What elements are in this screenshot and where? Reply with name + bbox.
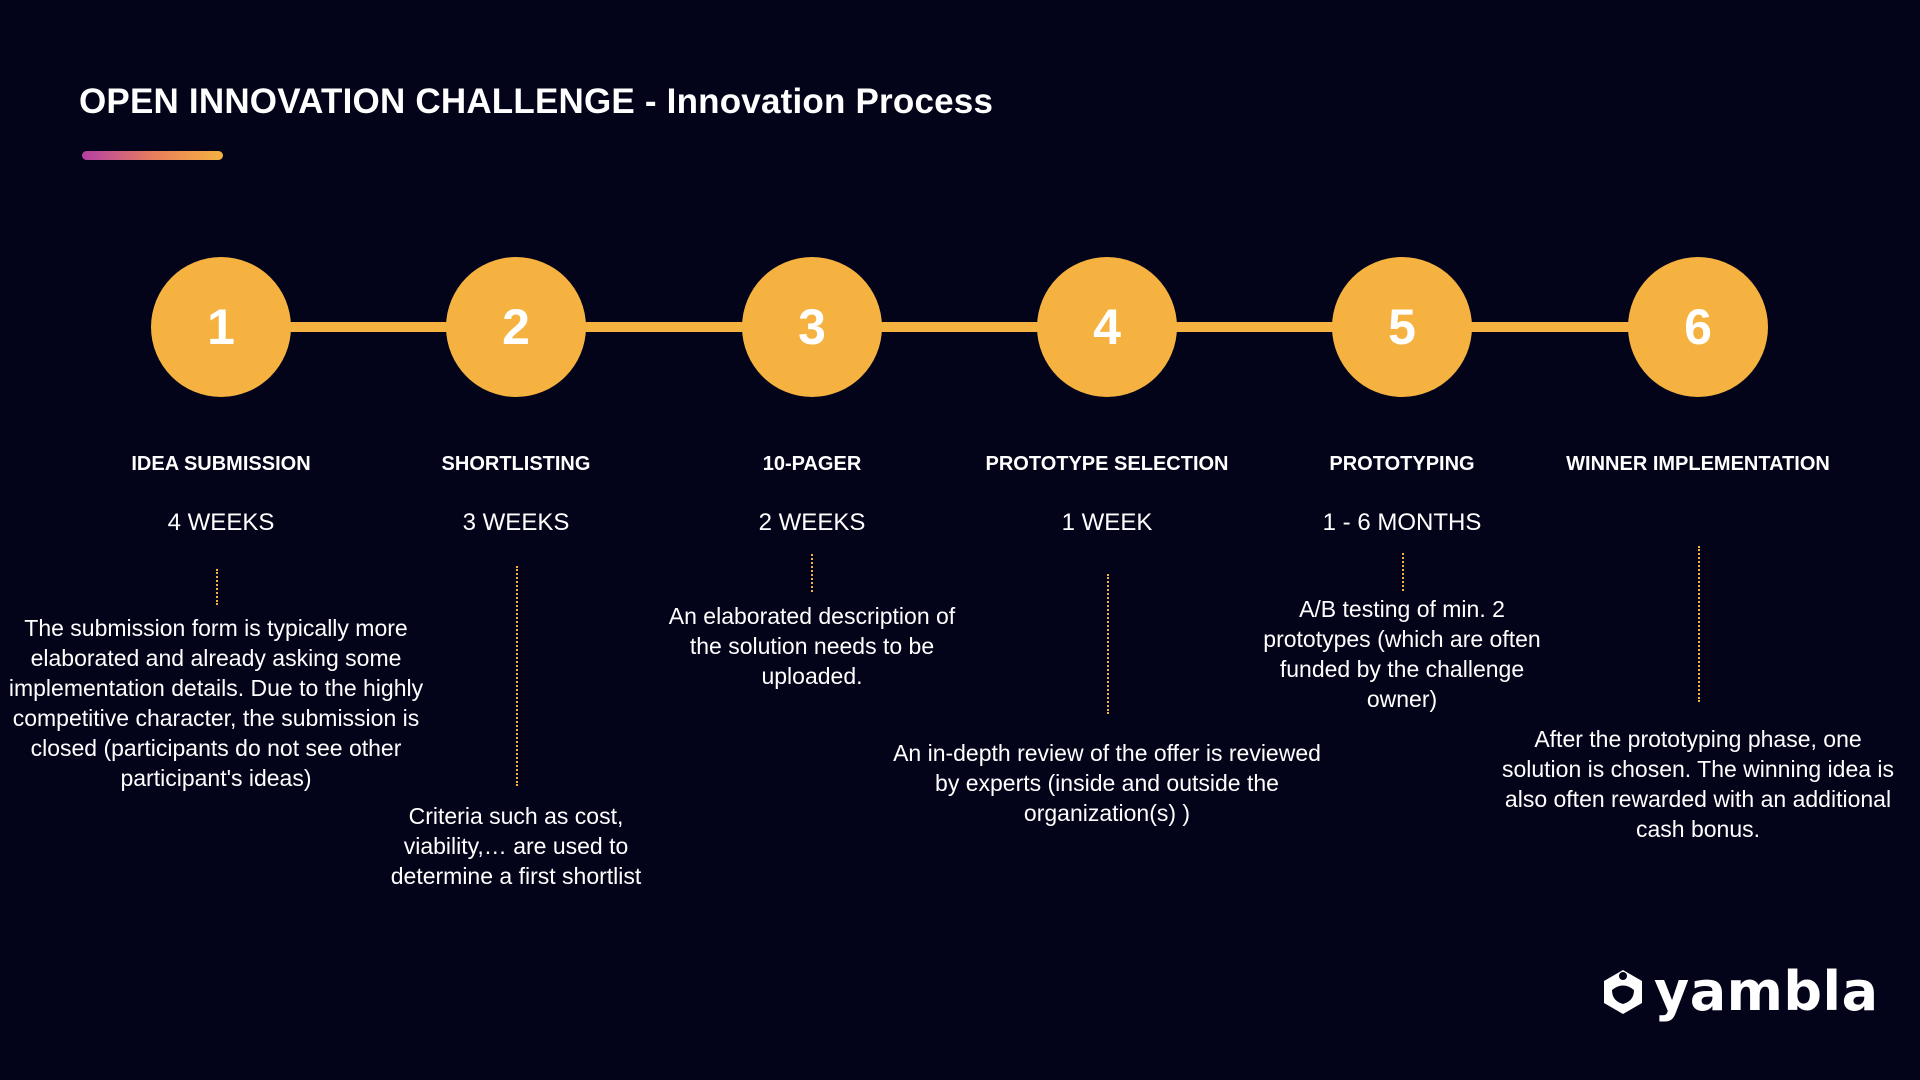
step-2-number: 2 [502,299,530,355]
step-4-dotted-line [1107,574,1109,714]
step-1-number: 1 [207,299,235,355]
step-1-duration: 4 WEEKS [167,509,275,536]
step-3-circle: 3 [742,257,882,397]
step-4-name: PROTOTYPE SELECTION [985,453,1229,475]
step-5-duration: 1 - 6 MONTHS [1322,509,1482,536]
step-2-duration: 3 WEEKS [462,509,570,536]
step-5-name: PROTOTYPING [1329,453,1475,475]
step-2-description: Criteria such as cost, viability,… are u… [390,803,642,889]
step-5-number: 5 [1388,299,1416,355]
page-title: OPEN INNOVATION CHALLENGE - Innovation P… [79,82,994,121]
step-6-name: WINNER IMPLEMENTATION [1566,453,1830,475]
title-underline [82,151,223,160]
step-1-description: The submission form is typically more el… [8,615,424,791]
step-4-description: An in-depth review of the offer is revie… [893,740,1321,826]
step-2-name: SHORTLISTING [441,453,591,475]
step-1-dotted-line [216,569,218,605]
step-3-number: 3 [798,299,826,355]
yambla-logo-text: yambla [1654,960,1879,1023]
yambla-logo-icon [1604,969,1642,1014]
process-connector-line [220,322,1700,332]
step-6-circle: 6 [1628,257,1768,397]
step-3-dotted-line [811,554,813,592]
step-5-dotted-line [1402,553,1404,591]
step-4-duration: 1 WEEK [1061,509,1153,536]
step-3-description: An elaborated description of the solutio… [668,603,956,689]
step-6-dotted-line [1698,546,1700,702]
step-5-circle: 5 [1332,257,1472,397]
step-1-circle: 1 [151,257,291,397]
step-3-duration: 2 WEEKS [758,509,866,536]
step-4-circle: 4 [1037,257,1177,397]
step-2-circle: 2 [446,257,586,397]
step-6-number: 6 [1684,299,1712,355]
step-1-name: IDEA SUBMISSION [131,453,311,475]
step-3-name: 10-PAGER [762,453,862,475]
step-2-dotted-line [516,566,518,786]
yambla-logo: yambla [1600,960,1879,1023]
step-4-number: 4 [1093,299,1121,355]
step-5-description: A/B testing of min. 2 prototypes (which … [1263,596,1541,712]
step-6-description: After the prototyping phase, one solutio… [1501,726,1895,842]
